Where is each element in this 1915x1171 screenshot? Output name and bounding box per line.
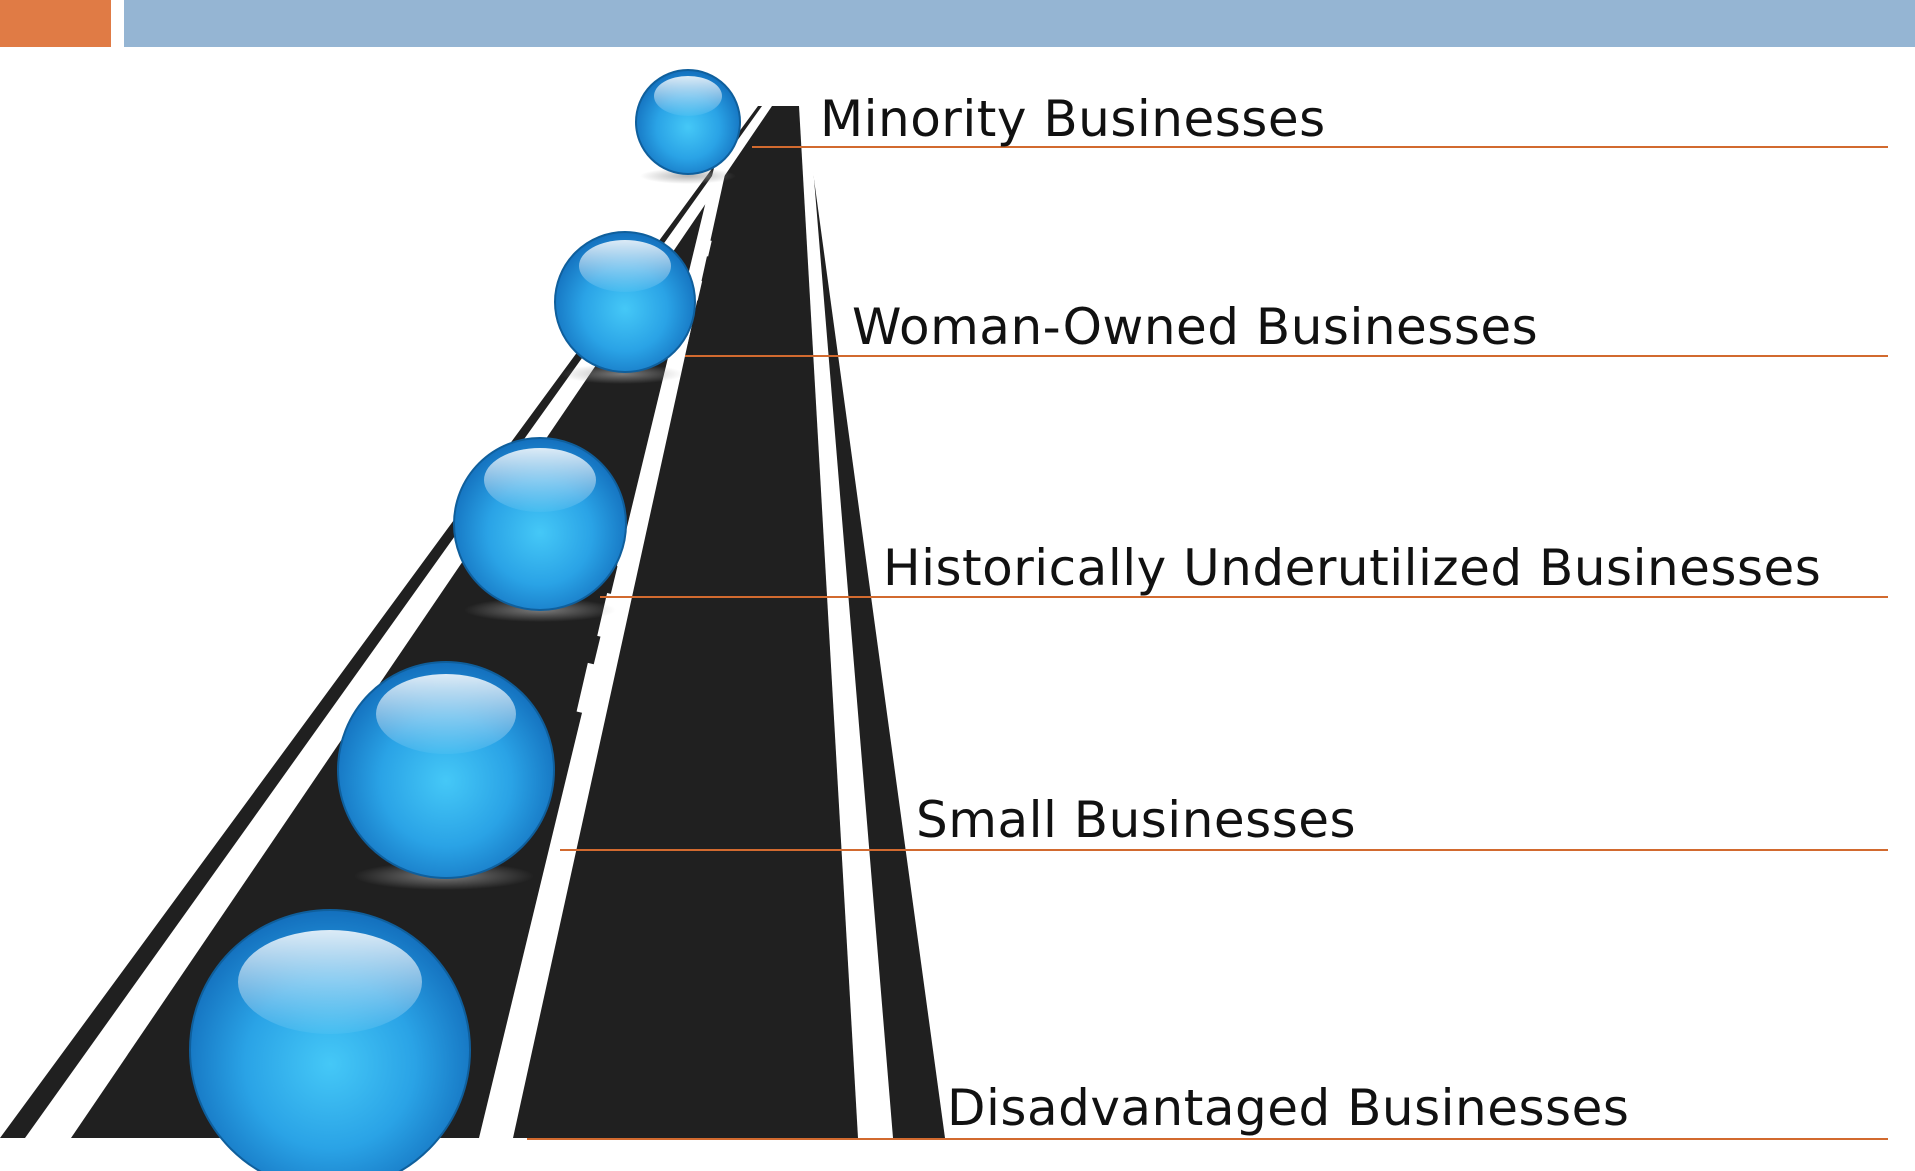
guide-line: [685, 355, 1888, 357]
sphere-icon: [189, 909, 471, 1171]
guide-line: [527, 1138, 1888, 1140]
sphere-icon: [554, 231, 696, 384]
stage-label-minority: Minority Businesses: [820, 90, 1326, 148]
stage-label-disadvantaged: Disadvantaged Businesses: [947, 1079, 1630, 1137]
stage-label-historically-underutilized: Historically Underutilized Businesses: [883, 539, 1822, 597]
guide-line: [600, 596, 1888, 598]
road-left-edge-line: [25, 106, 772, 1138]
accent-bar: [0, 0, 111, 47]
stage-label-woman-owned: Woman-Owned Businesses: [852, 298, 1539, 356]
header-bar: [124, 0, 1915, 47]
road-right-edge-line: [799, 106, 893, 1138]
stage-label-small: Small Businesses: [916, 791, 1357, 849]
guide-line: [752, 146, 1888, 148]
sphere-icon: [453, 437, 627, 622]
sphere-icon: [337, 661, 555, 890]
guide-line: [560, 849, 1888, 851]
sphere-icon: [635, 69, 741, 184]
